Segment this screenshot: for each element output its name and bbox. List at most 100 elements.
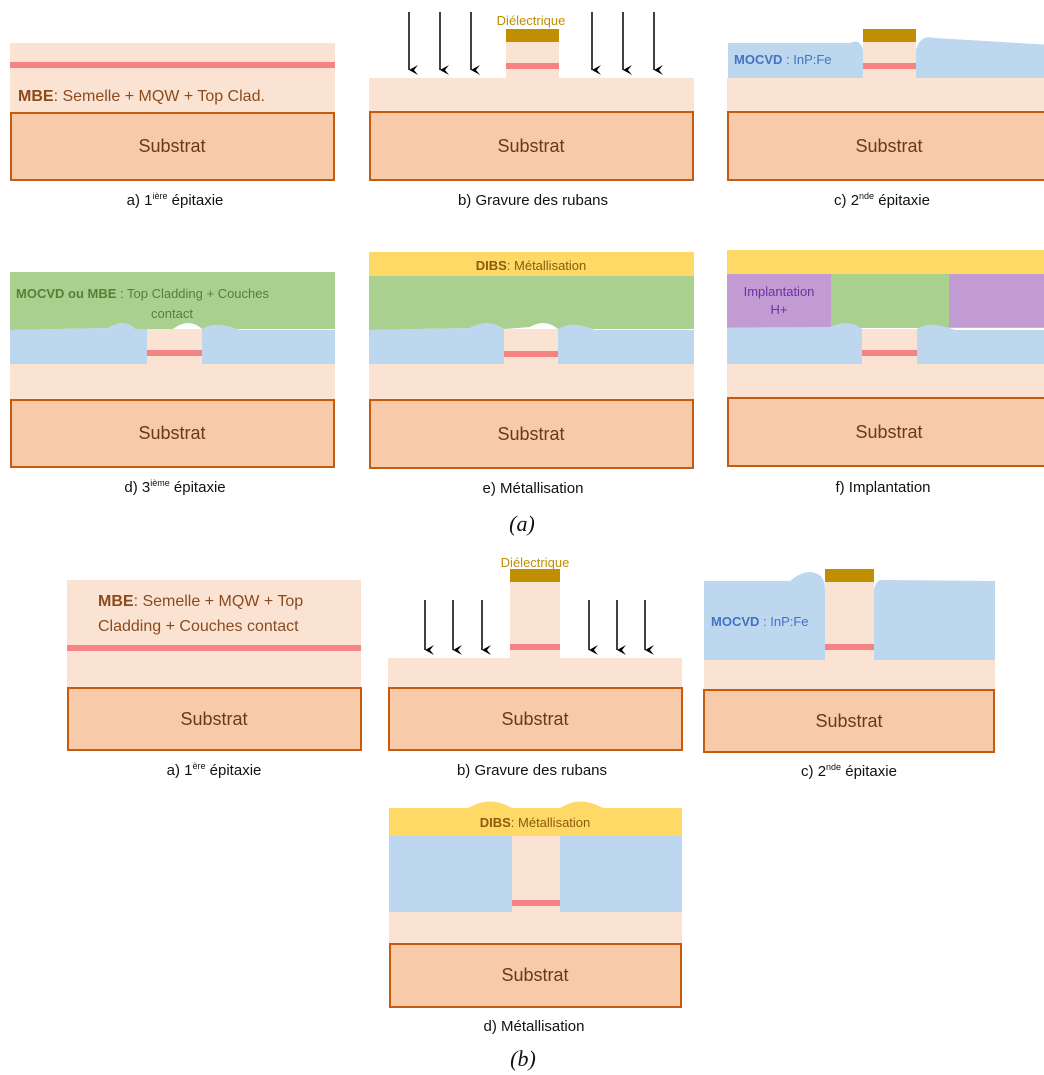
ridge: [147, 329, 202, 364]
dielectric-mask: [506, 29, 559, 42]
substrate-label: Substrat: [815, 711, 882, 731]
step-a4-third-epitaxy: MOCVD ou MBE : Top Cladding + Couches co…: [10, 272, 335, 496]
dielectric-mask: [863, 29, 916, 42]
caption-a1: a) 1ière épitaxie: [127, 191, 224, 209]
substrate-label: Substrat: [501, 965, 568, 985]
substrate-label: Substrat: [497, 424, 564, 444]
caption-a3: c) 2nde épitaxie: [834, 191, 930, 209]
mqw-layer: [147, 350, 202, 356]
base-layer: [727, 364, 1044, 398]
ridge: [862, 329, 917, 364]
caption-a4: d) 3ième épitaxie: [124, 478, 225, 496]
mqw-layer: [504, 351, 558, 357]
inp-fe-left: [704, 572, 825, 660]
inp-fe-right: [917, 324, 1044, 364]
substrate-block: [67, 687, 362, 751]
base-layer: [388, 658, 682, 688]
substrate-block: [369, 399, 694, 469]
mbe-label-line2: Cladding + Couches contact: [98, 618, 299, 635]
dielectric-label: Diélectrique: [497, 13, 566, 28]
dielectric-mask: [510, 569, 560, 582]
epi-layer: [67, 580, 361, 688]
implant-zone-left: [727, 274, 831, 327]
mbe-label: MBE: Semelle + MQW + Top Clad.: [18, 88, 265, 105]
substrate-block: [388, 687, 683, 751]
step-a1-first-epitaxy: MBE: Semelle + MQW + Top Clad. Substrat …: [10, 43, 335, 209]
inp-fe-left: [10, 323, 147, 364]
base-layer: [727, 78, 1044, 112]
dibs-label: DIBS: Métallisation: [480, 815, 591, 830]
mqw-layer: [506, 63, 559, 69]
base-layer: [10, 364, 335, 400]
step-a3-second-epitaxy: MOCVD : InP:Fe Substrat c) 2nde épitaxie: [727, 29, 1044, 209]
inp-fe-right: [202, 324, 335, 364]
dibs-label: DIBS: Métallisation: [476, 258, 587, 273]
panel-label-a: (a): [509, 511, 535, 536]
step-a5-metallisation: DIBS: Métallisation Substrat e) Métallis…: [369, 252, 694, 497]
caption-a5: e) Métallisation: [483, 480, 584, 497]
mqw-layer: [67, 645, 361, 651]
substrate-label: Substrat: [180, 709, 247, 729]
base-layer: [704, 660, 995, 690]
ridge: [512, 836, 560, 912]
implant-label-line2: H+: [771, 302, 788, 317]
ridge: [504, 329, 558, 364]
substrate-label: Substrat: [501, 709, 568, 729]
substrate-label: Substrat: [138, 423, 205, 443]
caption-a6: f) Implantation: [835, 479, 930, 496]
regrowth-label: MOCVD ou MBE : Top Cladding + Couches: [16, 286, 270, 301]
epi-layer: [10, 43, 335, 113]
inp-fe-right: [560, 836, 682, 912]
mqw-layer: [862, 350, 917, 356]
dielectric-mask: [825, 569, 874, 582]
substrate-block: [727, 111, 1044, 181]
step-b1-first-epitaxy: MBE: Semelle + MQW + Top Cladding + Couc…: [67, 580, 362, 779]
base-layer: [369, 78, 694, 112]
step-b4-metallisation: DIBS: Métallisation Substrat d) Métallis…: [389, 801, 682, 1035]
inp-fe-left: [389, 836, 512, 912]
substrate-block: [10, 112, 335, 181]
step-b2-ribbon-etching: Diélectrique Substrat b) Gravure des rub…: [388, 555, 683, 779]
inp-fe-right: [916, 37, 1044, 78]
caption-b3: c) 2nde épitaxie: [801, 762, 897, 780]
substrate-label: Substrat: [138, 136, 205, 156]
mocvd-label: MOCVD : InP:Fe: [734, 52, 832, 67]
step-a6-implantation: Implantation H+ Substrat f) Implantation: [727, 250, 1044, 496]
metal-layer: [389, 801, 682, 836]
mqw-layer: [512, 900, 560, 906]
substrate-block: [369, 111, 694, 181]
inp-fe-left: [728, 41, 863, 78]
caption-a2: b) Gravure des rubans: [458, 192, 608, 209]
inp-fe-left: [727, 322, 862, 364]
dielectric-label: Diélectrique: [501, 555, 570, 570]
step-a2-ribbon-etching: Diélectrique Substrat b) Gravure des rub…: [369, 12, 694, 209]
panel-label-b: (b): [510, 1046, 536, 1071]
ridge: [506, 42, 559, 78]
metal-layer: [369, 252, 694, 276]
metal-layer: [727, 250, 1044, 274]
mqw-layer: [863, 63, 916, 69]
base-layer: [369, 364, 694, 400]
mbe-label: MBE: Semelle + MQW + Top: [98, 593, 303, 610]
top-cladding-layer: [10, 272, 335, 333]
substrate-block: [10, 399, 335, 468]
implant-zone-right: [949, 274, 1044, 327]
substrate-label: Substrat: [497, 136, 564, 156]
mqw-layer: [825, 644, 874, 650]
caption-b2: b) Gravure des rubans: [457, 762, 607, 779]
substrate-block: [703, 689, 995, 753]
caption-b1: a) 1ère épitaxie: [167, 761, 262, 779]
substrate-label: Substrat: [855, 136, 922, 156]
mocvd-label: MOCVD : InP:Fe: [711, 614, 809, 629]
top-cladding-layer: [369, 276, 694, 330]
substrate-label: Substrat: [855, 422, 922, 442]
caption-b4: d) Métallisation: [484, 1018, 585, 1035]
inp-fe-right: [874, 579, 995, 660]
mqw-layer: [10, 62, 335, 68]
ridge: [863, 42, 916, 78]
regrowth-label-line2: contact: [151, 306, 193, 321]
mqw-layer: [510, 644, 560, 650]
substrate-block: [727, 397, 1044, 467]
step-b3-second-epitaxy: MOCVD : InP:Fe Substrat c) 2nde épitaxie: [703, 569, 995, 780]
